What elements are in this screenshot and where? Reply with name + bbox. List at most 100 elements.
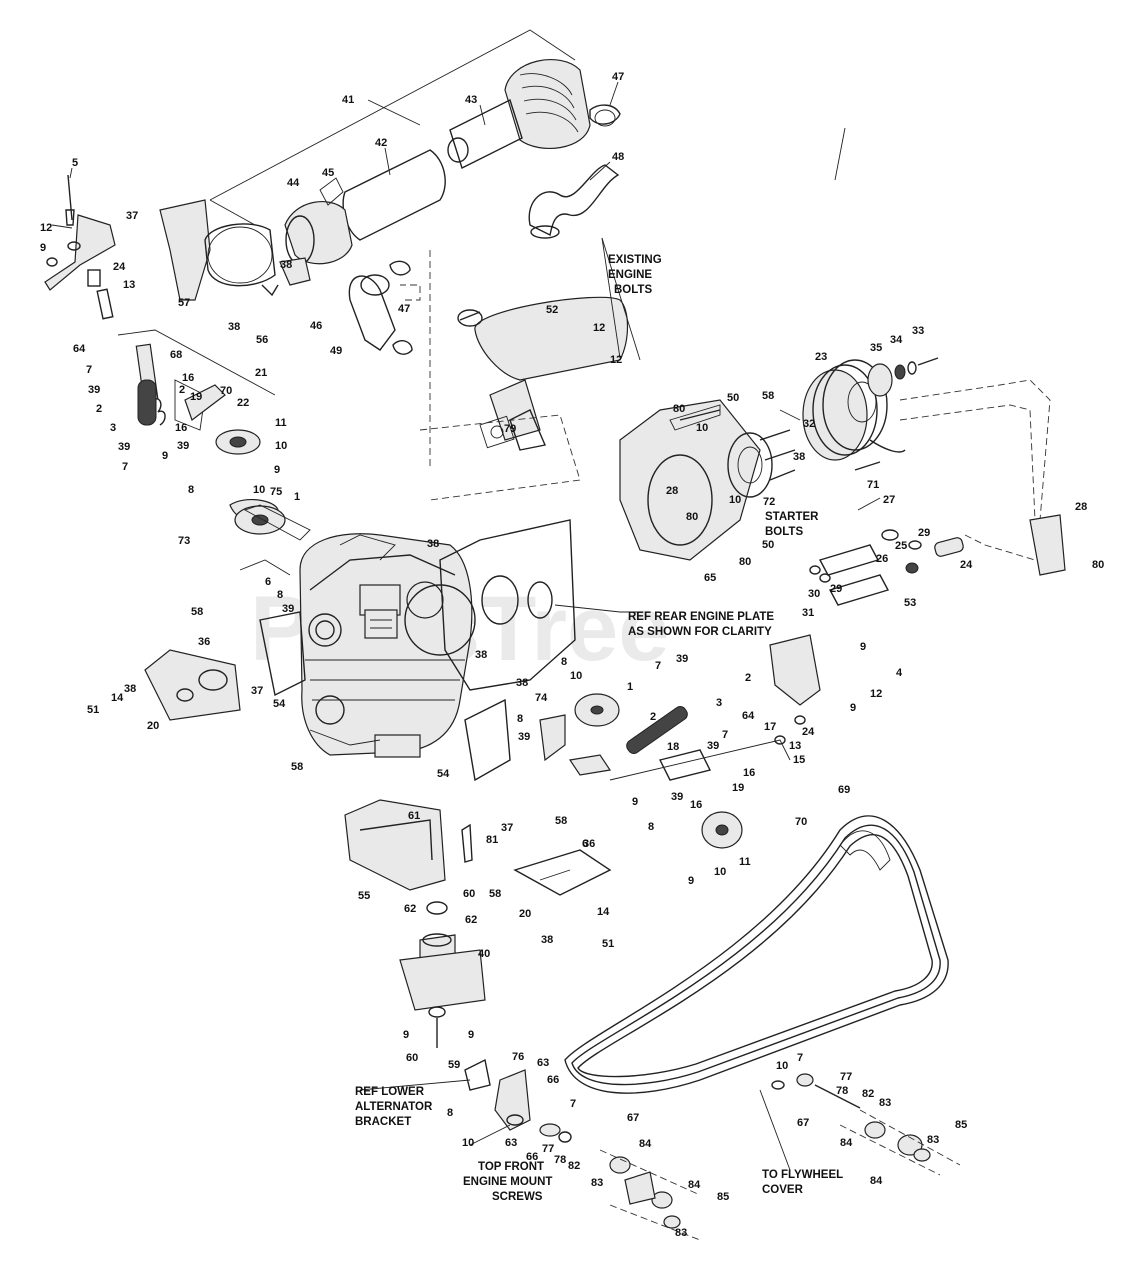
callout-59: 59 — [448, 1059, 460, 1071]
callout-33: 33 — [912, 325, 924, 337]
engine-isolator — [399, 901, 486, 1048]
callout-55: 55 — [358, 890, 370, 902]
callout-58: 58 — [191, 606, 203, 618]
callout-80: 80 — [686, 511, 698, 523]
callout-11: 11 — [739, 856, 751, 868]
callout-64: 64 — [742, 710, 755, 722]
callout-36: 36 — [198, 636, 210, 648]
callout-16: 16 — [175, 422, 187, 434]
callout-35: 35 — [870, 342, 882, 354]
callout-70: 70 — [795, 816, 807, 828]
callout-9: 9 — [40, 242, 46, 254]
callout-38: 38 — [124, 683, 136, 695]
callout-80: 80 — [1092, 559, 1104, 571]
callout-64: 64 — [73, 343, 86, 355]
callout-42: 42 — [375, 137, 387, 149]
callout-8: 8 — [188, 484, 194, 496]
callout-20: 20 — [519, 908, 531, 920]
callout-16: 16 — [743, 767, 755, 779]
callout-84: 84 — [639, 1138, 652, 1150]
right-idler — [539, 634, 821, 849]
callout-6: 6 — [582, 838, 588, 850]
left-linkage — [44, 174, 311, 576]
callout-12: 12 — [593, 322, 605, 334]
callout-77: 77 — [542, 1143, 554, 1155]
note-ref-lower-alternator-bracket: REF LOWER ALTERNATOR BRACKET — [355, 1086, 436, 1128]
callout-8: 8 — [277, 589, 283, 601]
callout-29: 29 — [918, 527, 930, 539]
callout-32: 32 — [803, 418, 815, 430]
callout-83: 83 — [879, 1097, 891, 1109]
callout-22: 22 — [237, 397, 249, 409]
callout-39: 39 — [177, 440, 189, 452]
callout-9: 9 — [274, 464, 280, 476]
callout-39: 39 — [671, 791, 683, 803]
callout-85: 85 — [955, 1119, 967, 1131]
rear-engine-plate — [439, 519, 621, 691]
callout-81: 81 — [486, 834, 498, 846]
callout-10: 10 — [253, 484, 265, 496]
callout-75: 75 — [270, 486, 282, 498]
callout-44: 44 — [287, 177, 300, 189]
callout-41: 41 — [342, 94, 354, 106]
callout-9: 9 — [403, 1029, 409, 1041]
callout-61: 61 — [408, 810, 420, 822]
callout-24: 24 — [802, 726, 815, 738]
callout-21: 21 — [255, 367, 267, 379]
callout-7: 7 — [797, 1052, 803, 1064]
callout-8: 8 — [648, 821, 654, 833]
callout-63: 63 — [505, 1137, 517, 1149]
callout-84: 84 — [870, 1175, 883, 1187]
callout-40: 40 — [478, 948, 490, 960]
note-top-front-engine-mount-screws: TOP FRONT ENGINE MOUNT SCREWS — [463, 1161, 556, 1203]
callout-38: 38 — [228, 321, 240, 333]
muffler-assembly — [419, 296, 629, 501]
callout-45: 45 — [322, 167, 334, 179]
callout-1: 1 — [294, 491, 300, 503]
callout-20: 20 — [147, 720, 159, 732]
callout-7: 7 — [86, 364, 92, 376]
callout-74: 74 — [535, 692, 548, 704]
callout-47: 47 — [398, 303, 410, 315]
notes: EXISTING ENGINE BOLTS STARTER BOLTS REF … — [355, 254, 843, 1203]
callout-67: 67 — [627, 1112, 639, 1124]
callout-7: 7 — [655, 660, 661, 672]
callout-37: 37 — [126, 210, 138, 222]
clutch-pulley — [802, 357, 939, 471]
callout-58: 58 — [291, 761, 303, 773]
callout-84: 84 — [688, 1179, 701, 1191]
callout-82: 82 — [862, 1088, 874, 1100]
callout-26: 26 — [876, 553, 888, 565]
callout-49: 49 — [330, 345, 342, 357]
callout-19: 19 — [732, 782, 744, 794]
callout-39: 39 — [676, 653, 688, 665]
callout-12: 12 — [610, 354, 622, 366]
callout-65: 65 — [704, 572, 716, 584]
callout-58: 58 — [489, 888, 501, 900]
callout-80: 80 — [739, 556, 751, 568]
callout-66: 66 — [547, 1074, 559, 1086]
callout-60: 60 — [406, 1052, 418, 1064]
callout-8: 8 — [561, 656, 567, 668]
callout-25: 25 — [895, 540, 907, 552]
callout-27: 27 — [883, 494, 895, 506]
callout-29: 29 — [830, 583, 842, 595]
callout-50: 50 — [727, 392, 739, 404]
callout-63: 63 — [537, 1057, 549, 1069]
callout-14: 14 — [111, 692, 124, 704]
callout-38: 38 — [793, 451, 805, 463]
leader-lines — [51, 81, 881, 1171]
callout-54: 54 — [273, 698, 286, 710]
note-starter-bolts: STARTER BOLTS — [765, 511, 822, 538]
callout-79: 79 — [504, 423, 516, 435]
air-cleaner-assembly — [159, 29, 621, 470]
callout-38: 38 — [475, 649, 487, 661]
callout-73: 73 — [178, 535, 190, 547]
callout-9: 9 — [850, 702, 856, 714]
callout-7: 7 — [722, 729, 728, 741]
callout-52: 52 — [546, 304, 558, 316]
frame-reference — [899, 379, 1066, 576]
note-existing-engine-bolts: EXISTING ENGINE BOLTS — [608, 254, 665, 296]
